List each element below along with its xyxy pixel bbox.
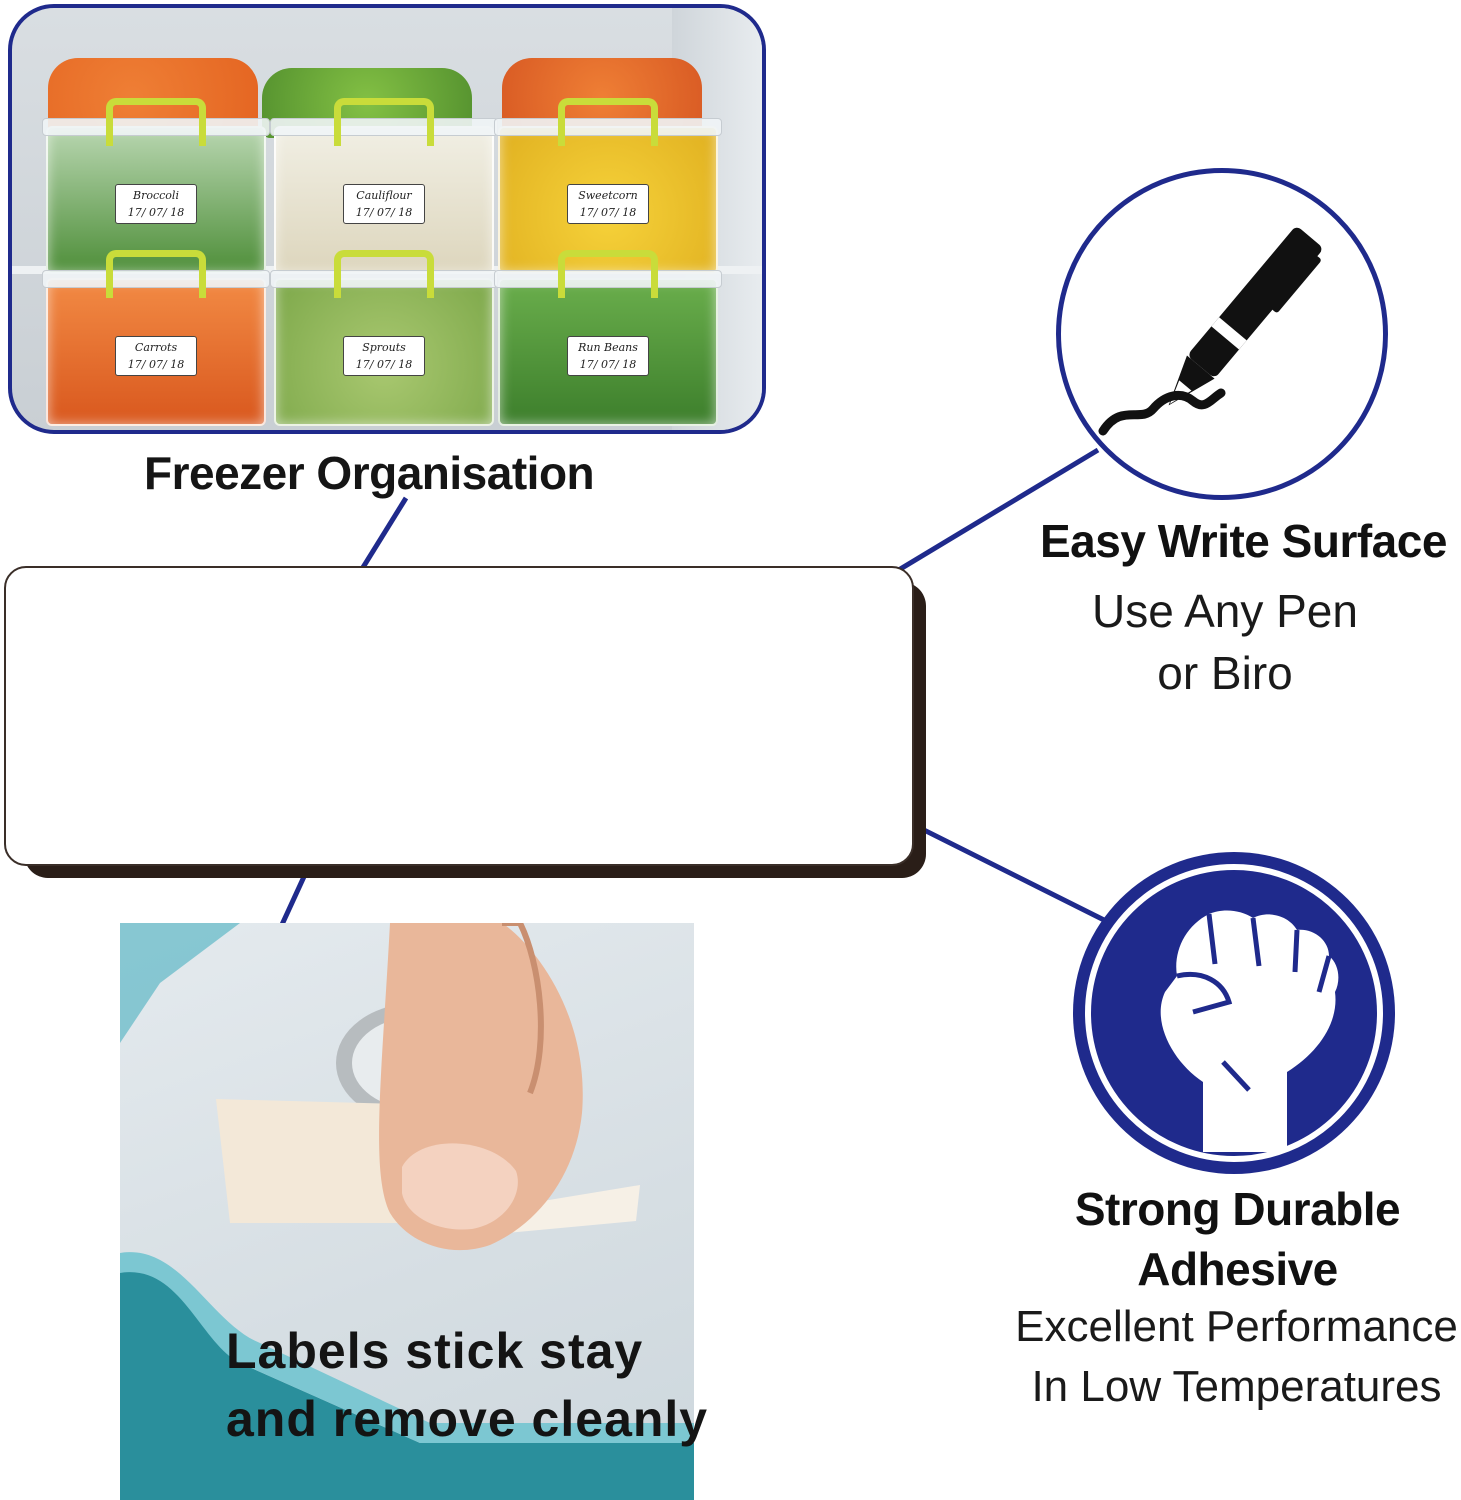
- blank-label: [4, 566, 914, 866]
- write-feature-line1: Use Any Pen: [1092, 585, 1358, 637]
- food-label: Sprouts 17/ 07/ 18: [343, 336, 425, 376]
- fist-icon: [1073, 852, 1395, 1174]
- adhesive-line1: Excellent Performance: [1015, 1302, 1458, 1351]
- peel-photo: [120, 923, 694, 1500]
- adhesive-title-line1: Strong Durable: [1074, 1183, 1401, 1235]
- freezer-box: Broccoli 17/ 07/ 18: [42, 98, 270, 274]
- adhesive-title-line2: Adhesive: [1137, 1243, 1338, 1295]
- food-label: Broccoli 17/ 07/ 18: [115, 184, 197, 224]
- food-label: Cauliflour 17/ 07/ 18: [343, 184, 425, 224]
- adhesive-line2: In Low Temperatures: [1031, 1362, 1442, 1411]
- food-label: Sweetcorn 17/ 07/ 18: [567, 184, 649, 224]
- freezer-box: Cauliflour 17/ 07/ 18: [270, 98, 498, 274]
- freezer-box: Run Beans 17/ 07/ 18: [494, 250, 722, 426]
- freezer-photo: Broccoli 17/ 07/ 18 Cauliflour 17/ 07/ 1…: [8, 4, 766, 434]
- pen-icon: [1056, 168, 1388, 500]
- freezer-caption: Freezer Organisation: [144, 447, 595, 499]
- peel-caption-line1: Labels stick stay: [226, 1323, 644, 1379]
- freezer-box: Sprouts 17/ 07/ 18: [270, 250, 498, 426]
- food-label: Run Beans 17/ 07/ 18: [567, 336, 649, 376]
- freezer-box: Sweetcorn 17/ 07/ 18: [494, 98, 722, 274]
- food-label: Carrots 17/ 07/ 18: [115, 336, 197, 376]
- peel-caption-line2: and remove cleanly: [226, 1391, 709, 1447]
- write-feature-line2: or Biro: [1157, 647, 1293, 699]
- write-feature-title: Easy Write Surface: [1040, 515, 1447, 567]
- freezer-box: Carrots 17/ 07/ 18: [42, 250, 270, 426]
